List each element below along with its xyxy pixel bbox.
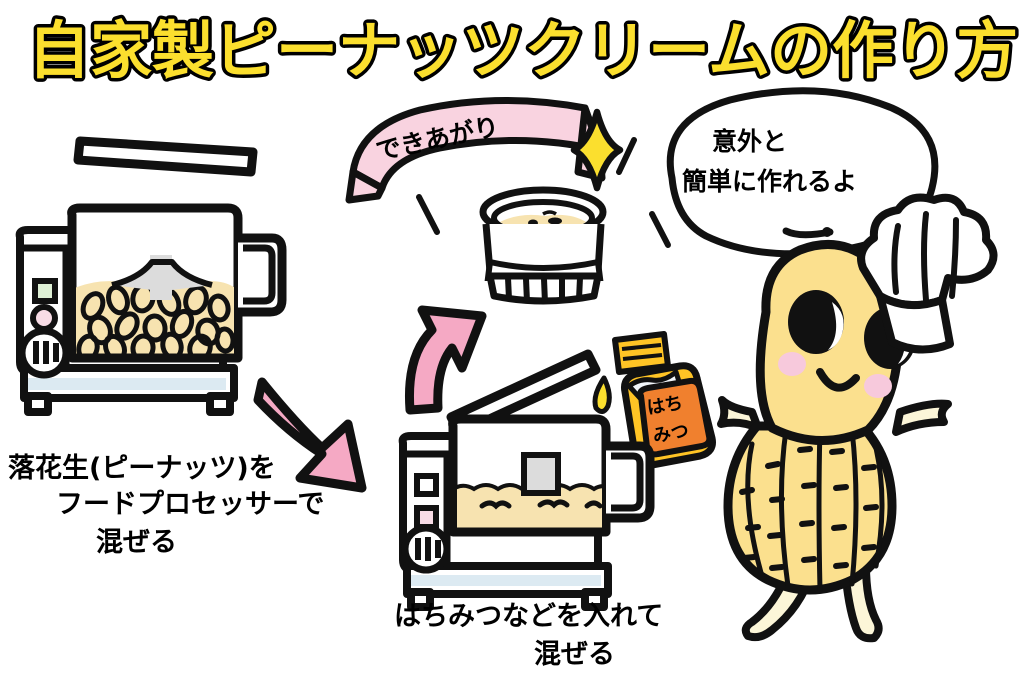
pink-arrow-up-right (405, 305, 487, 415)
processor-blade-1 (111, 255, 213, 300)
processor-step2 (398, 349, 655, 611)
caption-step1: 落花生(ピーナッツ)を フードプロセッサーで 混ぜる (8, 453, 324, 558)
peanut-mascot (717, 193, 998, 643)
processor-step1 (15, 136, 287, 416)
honey-drip (592, 375, 612, 414)
finished-jar (479, 186, 607, 305)
page-title-text: 自家製ピーナッツクリームの作り方 (28, 14, 1018, 87)
processor-lid-1 (73, 136, 258, 177)
pink-arrow-down-right (253, 377, 367, 493)
caption-step2-line1: はちみつなどを入れて (394, 601, 663, 632)
speech-bubble-line1: 意外と (712, 127, 787, 156)
accent-lines (416, 137, 671, 248)
sparkle-star (570, 108, 624, 192)
caption-step1-line3: 混ぜる (96, 527, 177, 558)
speech-bubble: 意外と 簡単に作れるよ (666, 87, 939, 258)
page-title: 自家製ピーナッツクリームの作り方 (25, 11, 1022, 91)
banner-dekiagari: できあがり (345, 96, 606, 204)
caption-step1-line1: 落花生(ピーナッツ)を (8, 453, 276, 484)
caption-step2-line2: 混ぜる (534, 639, 615, 670)
speech-bubble-line2: 簡単に作れるよ (682, 167, 857, 196)
caption-step1-line2: フードプロセッサーで (56, 489, 324, 520)
caption-step2: はちみつなどを入れて 混ぜる (394, 601, 663, 670)
honey-jar: はち みつ (612, 331, 716, 469)
